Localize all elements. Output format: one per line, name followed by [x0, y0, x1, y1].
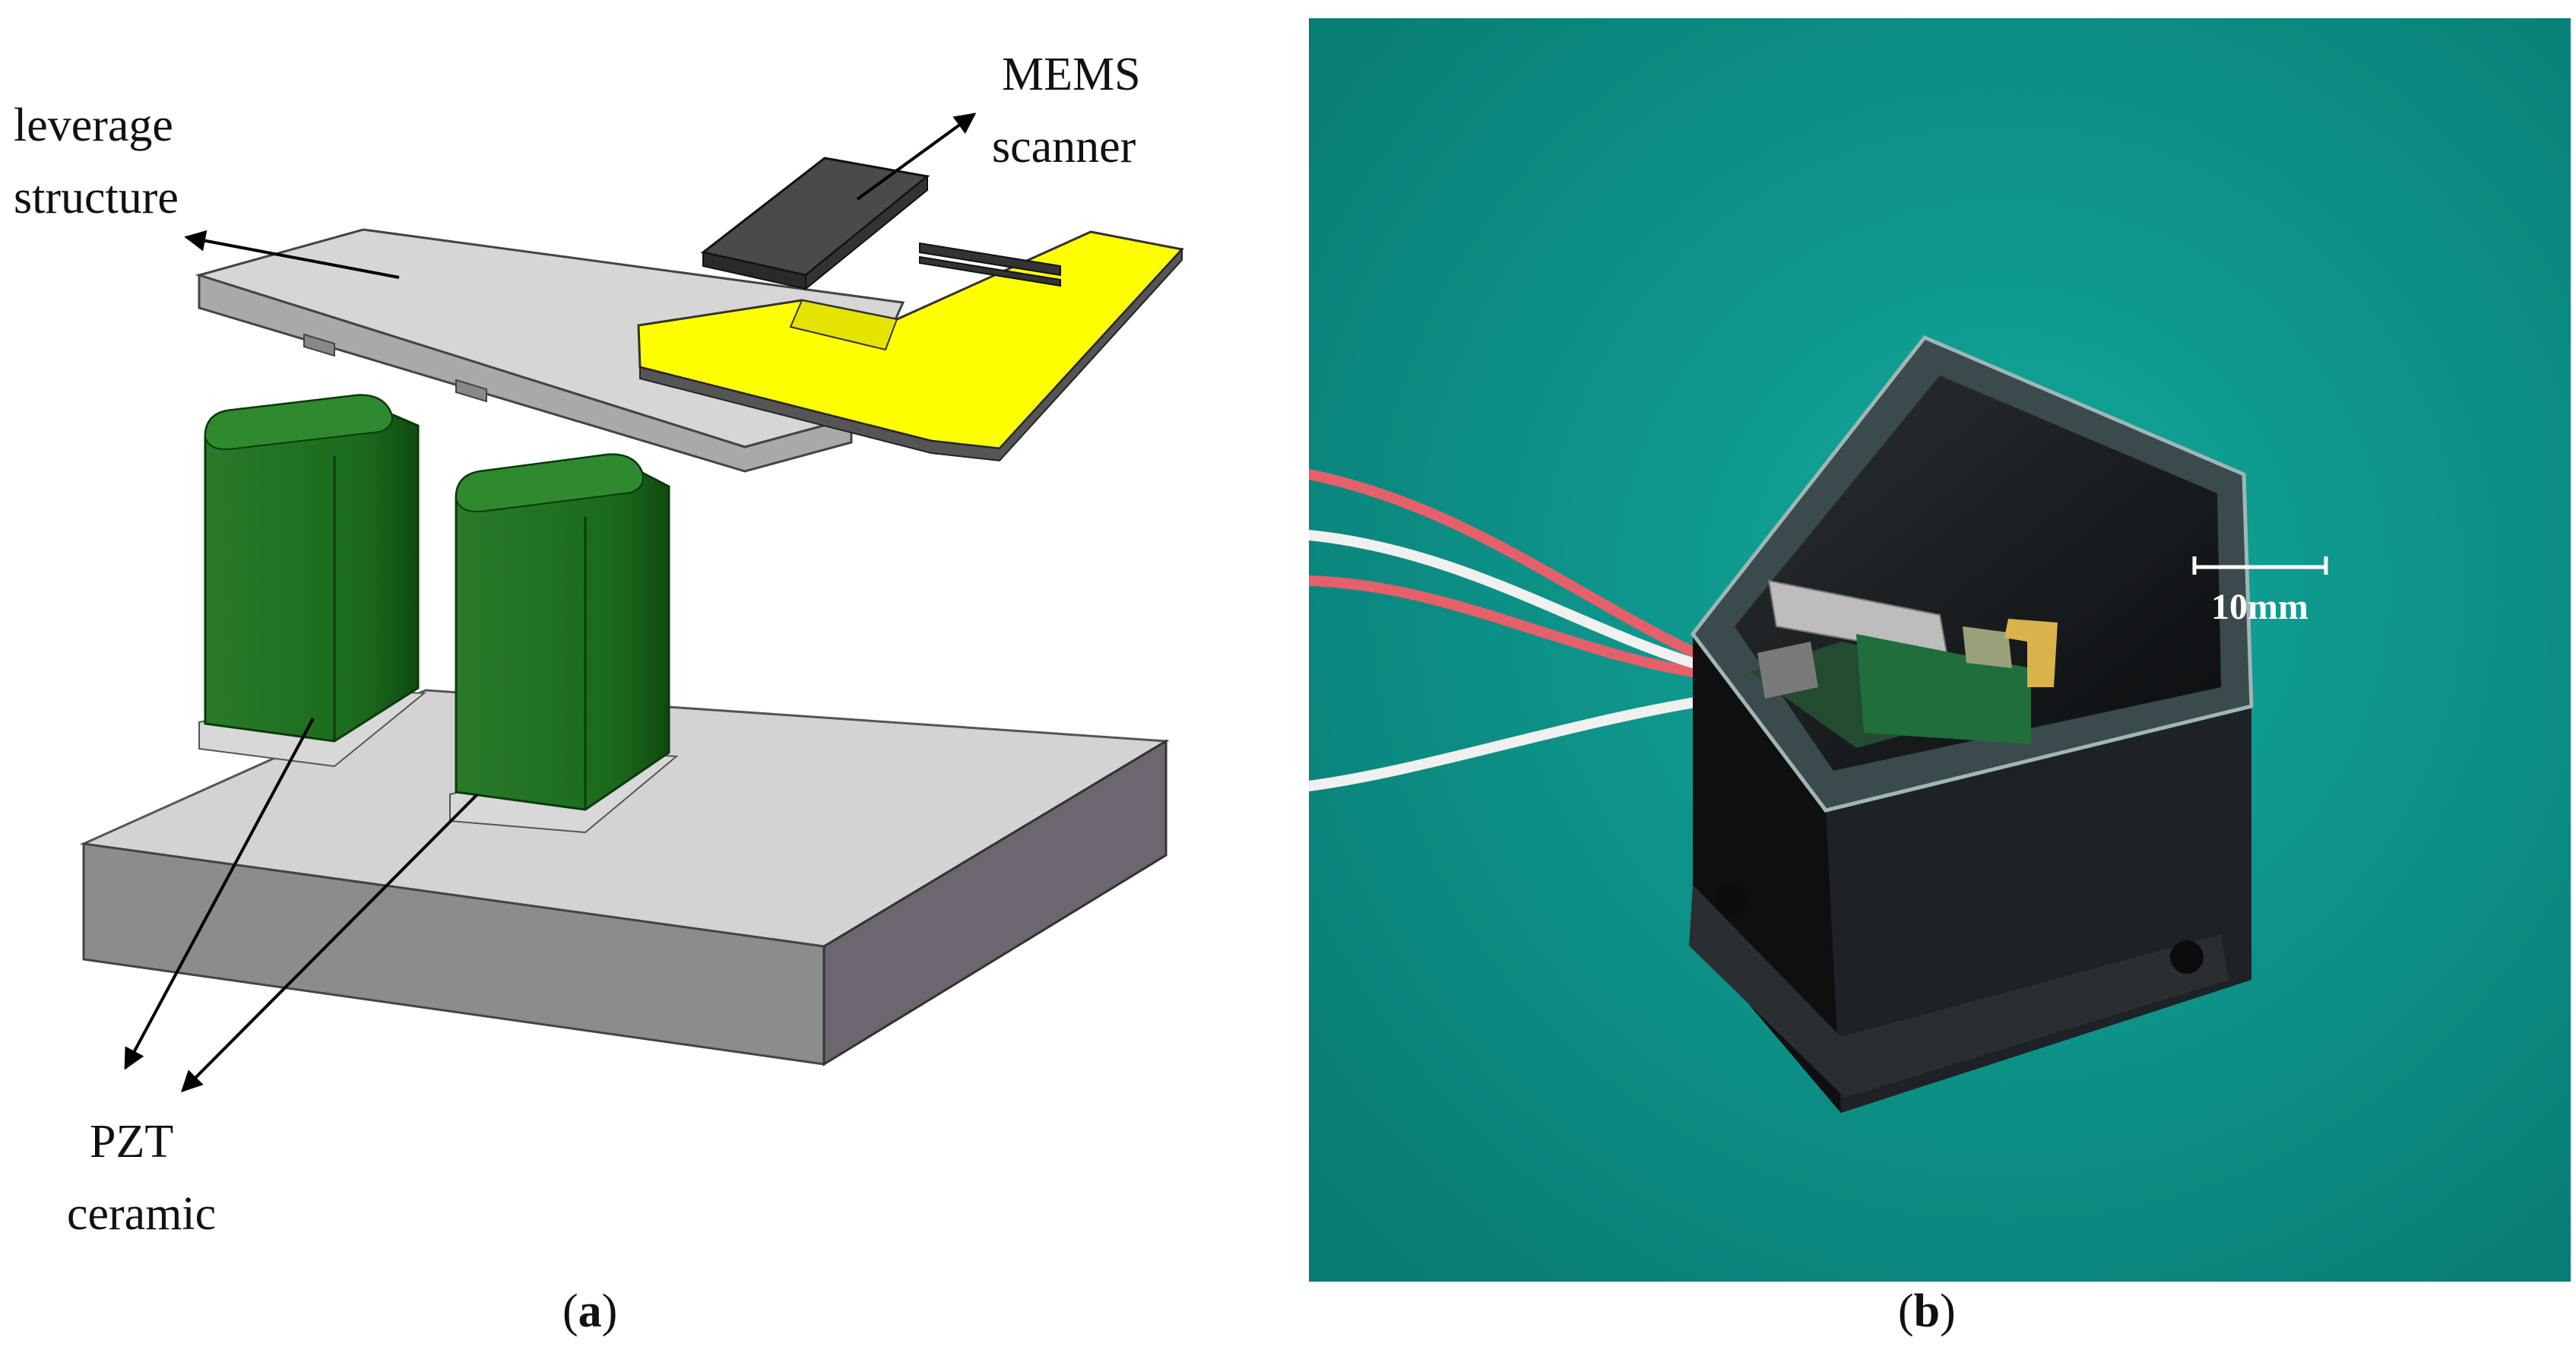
caption-b: (b): [1898, 1285, 1956, 1337]
label-leverage-1: leverage: [14, 100, 173, 151]
base-plate: [79, 689, 1170, 1066]
pzt-ceramic-right: [449, 453, 679, 834]
panel-b-photo: 10mm (b): [1309, 18, 2571, 1337]
pzt-ceramic-left: [198, 394, 426, 768]
lead-wires: [1309, 469, 1700, 791]
scale-bar-label: 10mm: [2211, 587, 2308, 627]
label-mems-1: MEMS: [1002, 49, 1141, 100]
internal-assembly: [1750, 579, 2058, 748]
label-pzt-2: ceramic: [67, 1188, 216, 1240]
scale-bar: 10mm: [2192, 556, 2328, 627]
mems-arrow: [856, 113, 977, 201]
pzt-arrow-left: [124, 718, 315, 1070]
label-leverage-2: structure: [14, 172, 179, 223]
schematic-drawing: leverage structure MEMS scanner PZT cera…: [14, 49, 1184, 1240]
label-pzt-1: PZT: [90, 1116, 173, 1168]
pzt-arrow-right: [181, 793, 479, 1092]
yellow-pcb-bracket: [637, 230, 1184, 462]
label-mems-2: scanner: [992, 121, 1136, 173]
device-photo: 10mm: [1309, 18, 2571, 1282]
caption-a: (a): [562, 1285, 618, 1337]
leverage-arrow: [184, 230, 400, 279]
panel-a-schematic: leverage structure MEMS scanner PZT cera…: [14, 49, 1184, 1337]
